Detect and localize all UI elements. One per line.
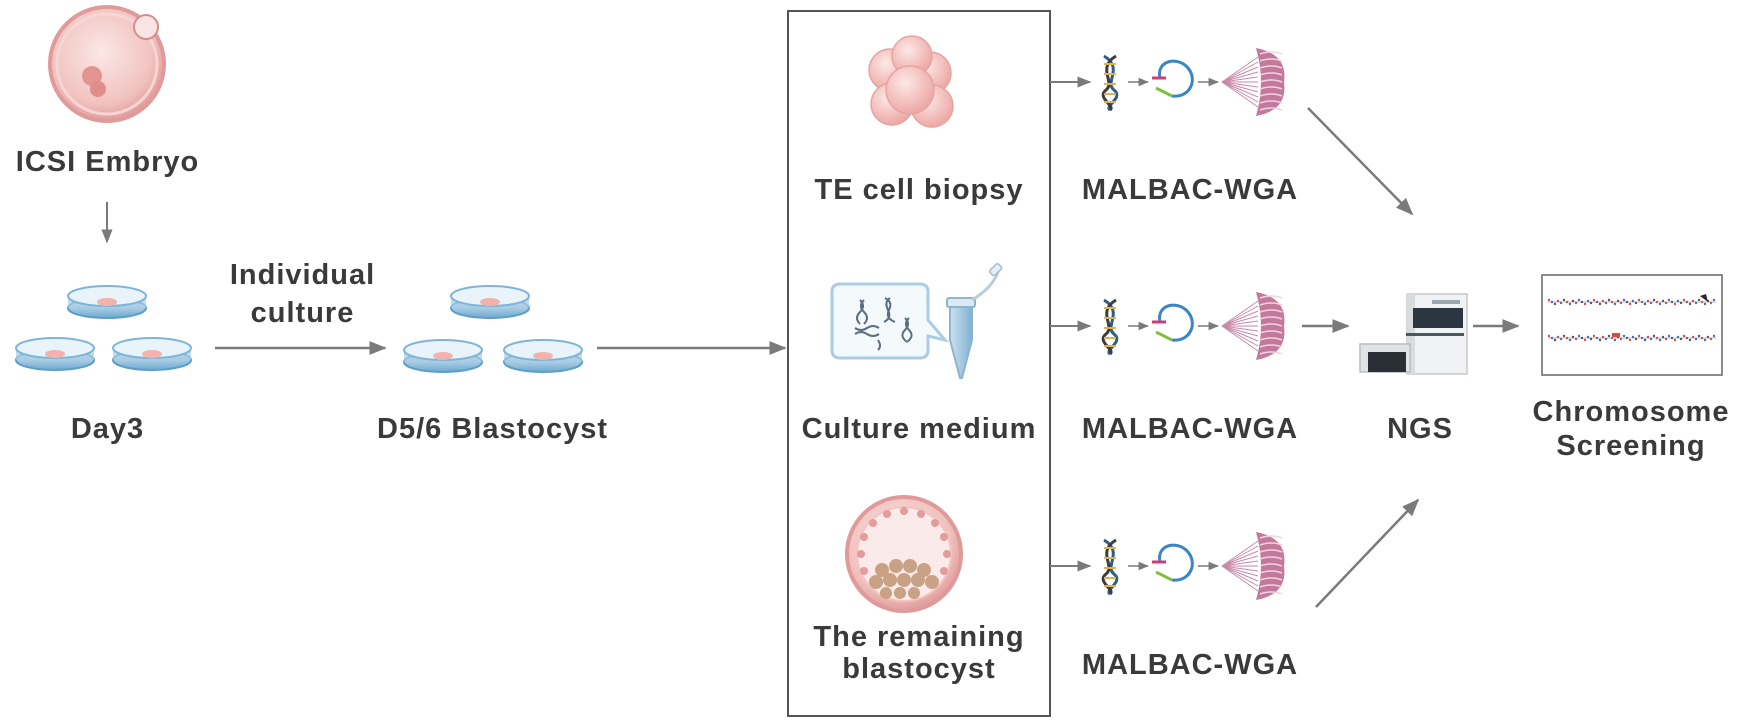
wga-label-1: MALBAC-WGA [1081, 174, 1299, 206]
embryo-icon [48, 5, 166, 123]
petri-dish-icon [403, 285, 583, 373]
chromosome-label-line2: Screening [1556, 430, 1706, 462]
amplified-dna-icon [1221, 292, 1285, 360]
blastocyst-label: D5/6 Blastocyst [377, 413, 608, 445]
dna-helix-icon [1101, 54, 1119, 112]
pcr-tube-icon [946, 263, 1003, 379]
day3-label: Day3 [70, 413, 145, 445]
chromosome-plot-icon [1541, 274, 1723, 376]
wga-process-1 [1101, 48, 1285, 116]
sample-box [787, 10, 1051, 717]
blastocyst-icon [845, 495, 963, 613]
individual-culture-label-line2: culture [250, 297, 355, 329]
amplification-loop-icon [1152, 303, 1194, 342]
petri-dish-icon [15, 285, 192, 371]
culture-medium-label: Culture medium [801, 413, 1037, 445]
amplified-dna-icon [1221, 48, 1285, 116]
remaining-label-line2: blastocyst [842, 653, 996, 685]
chromosome-label-line1: Chromosome [1532, 396, 1730, 428]
amplification-loop-icon [1152, 543, 1194, 582]
remaining-label-line1: The remaining [813, 621, 1025, 653]
amplified-dna-icon [1221, 532, 1285, 600]
ngs-label: NGS [1387, 413, 1453, 445]
arrow-wga1-to-ngs [1307, 107, 1414, 216]
icsi-embryo-label: ICSI Embryo [15, 146, 200, 178]
arrow-wga3-to-ngs [1315, 498, 1420, 608]
amplification-loop-icon [1152, 59, 1194, 98]
dna-helix-icon [1101, 298, 1119, 356]
dna-helix-icon [1101, 538, 1119, 596]
wga-label-3: MALBAC-WGA [1081, 649, 1299, 681]
wga-process-3 [1101, 532, 1285, 600]
te-biopsy-label: TE cell biopsy [814, 174, 1024, 206]
wga-label-2: MALBAC-WGA [1081, 413, 1299, 445]
te-cells-icon [868, 35, 954, 128]
dna-fragments-icon [830, 282, 950, 360]
individual-culture-label-line1: Individual [229, 259, 376, 291]
sequencer-icon [1359, 293, 1468, 375]
wga-process-2 [1101, 292, 1285, 360]
